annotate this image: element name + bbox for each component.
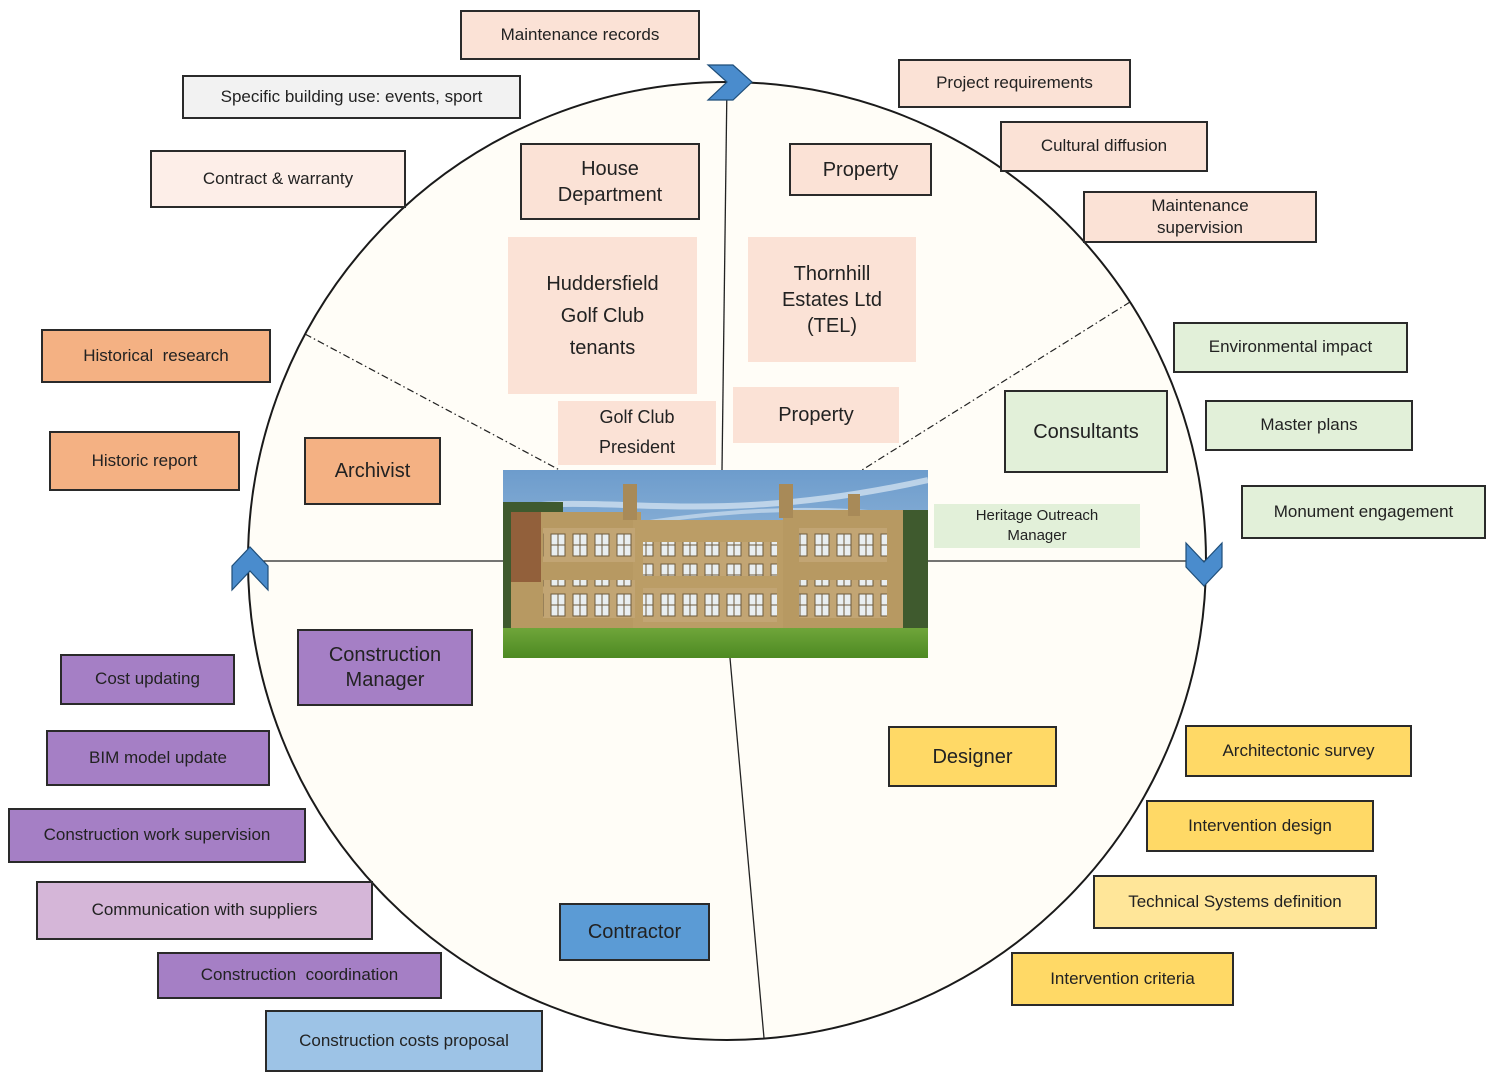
project-requirements-box: Project requirements [898,59,1131,108]
contract-warranty-box: Contract & warranty [150,150,406,208]
property-sub-box: Property [733,387,899,443]
architectonic-survey-box: Architectonic survey [1185,725,1412,777]
environmental-impact-box: Environmental impact [1173,322,1408,373]
specific-building-use-box: Specific building use: events, sport [182,75,521,119]
divider-upper-right [861,301,1131,471]
designer-box: Designer [888,726,1057,787]
divider-bottom [729,657,765,1039]
huddersfield-golf-club-box: Huddersfield Golf Club tenants [508,237,697,394]
archivist-box: Archivist [304,437,441,505]
chevron-up-arrow-icon [231,546,269,592]
construction-manager-box: Construction Manager [297,629,473,706]
chevron-right-arrow-icon [706,64,753,101]
monument-engagement-box: Monument engagement [1241,485,1486,539]
mansion-photo [503,470,928,658]
construction-coordination-box: Construction coordination [157,952,442,999]
intervention-design-box: Intervention design [1146,800,1374,852]
thornhill-estates-box: Thornhill Estates Ltd (TEL) [748,237,916,362]
construction-work-supervision-box: Construction work supervision [8,808,306,863]
historical-research-box: Historical research [41,329,271,383]
heritage-outreach-manager-box: Heritage Outreach Manager [934,504,1140,548]
cultural-diffusion-box: Cultural diffusion [1000,121,1208,172]
consultants-box: Consultants [1004,390,1168,473]
golf-club-president-box: Golf Club President [558,401,716,465]
chevron-down-arrow-icon [1185,541,1223,587]
cost-updating-box: Cost updating [60,654,235,705]
master-plans-box: Master plans [1205,400,1413,451]
contractor-box: Contractor [559,903,710,961]
bim-model-update-box: BIM model update [46,730,270,786]
historic-report-box: Historic report [49,431,240,491]
house-department-box: House Department [520,143,700,220]
property-title-box: Property [789,143,932,196]
intervention-criteria-box: Intervention criteria [1011,952,1234,1006]
technical-systems-definition-box: Technical Systems definition [1093,875,1377,929]
maintenance-records-box: Maintenance records [460,10,700,60]
maintenance-supervision-box: Maintenance supervision [1083,191,1317,243]
construction-costs-proposal-box: Construction costs proposal [265,1010,543,1072]
divider-top [721,81,728,471]
communication-with-suppliers-box: Communication with suppliers [36,881,373,940]
